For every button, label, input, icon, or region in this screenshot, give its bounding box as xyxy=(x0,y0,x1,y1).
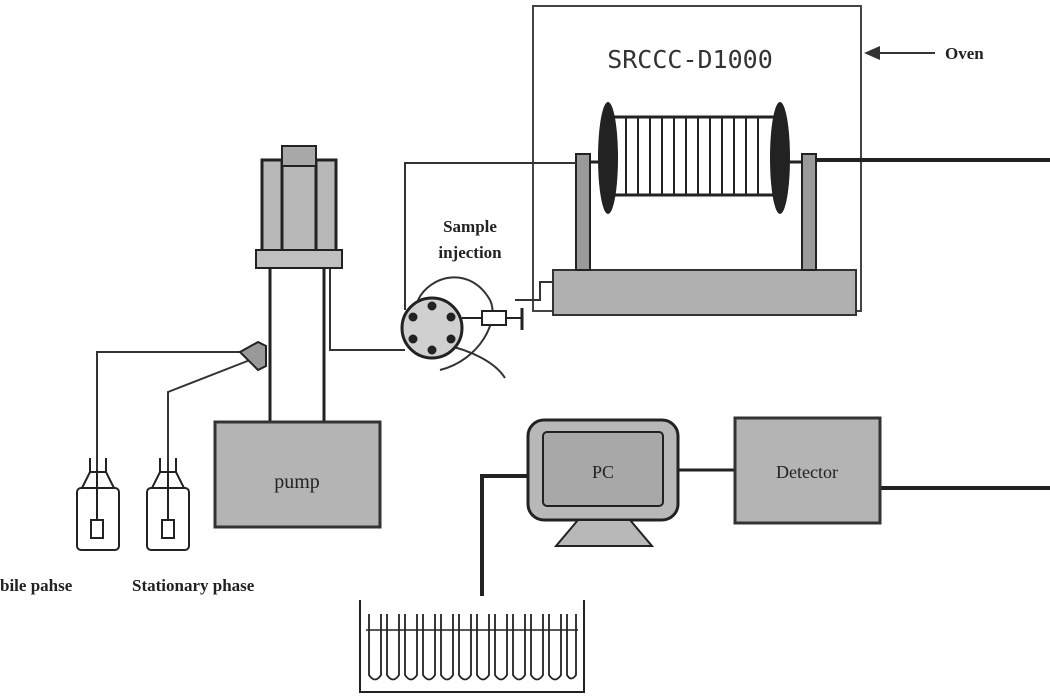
pump: pump xyxy=(213,420,382,529)
pump-box xyxy=(213,420,382,529)
oven-base xyxy=(552,269,857,316)
injection-valve-icon xyxy=(400,296,464,360)
fraction-collector-icon xyxy=(359,600,585,693)
detector-label: Detector xyxy=(776,462,838,482)
pc-monitor-icon: PC xyxy=(526,418,680,547)
pump-tower xyxy=(238,145,343,422)
detector-box xyxy=(733,416,882,525)
tubing xyxy=(96,158,1050,596)
syringe-icon xyxy=(462,308,524,330)
oven: SRCCC-D1000 Oven xyxy=(532,5,984,316)
coil-column-icon xyxy=(590,102,802,214)
sample-label: Sample xyxy=(443,217,497,236)
oven-arrow-icon xyxy=(864,46,935,60)
stationary-phase-bottle-icon xyxy=(146,458,190,551)
injection-loop xyxy=(417,276,494,371)
left-support xyxy=(575,153,591,271)
detector: Detector xyxy=(733,416,882,525)
instrument-title: SRCCC-D1000 xyxy=(607,45,773,74)
injection-label: injection xyxy=(438,243,502,262)
sample-injector: Sample injection xyxy=(400,217,524,379)
right-support xyxy=(801,153,817,271)
pump-label: pump xyxy=(274,471,320,493)
pc-label: PC xyxy=(592,462,614,482)
oven-label: Oven xyxy=(945,44,984,63)
mixing-valve-icon xyxy=(238,340,267,372)
stationary-phase-label: Stationary phase xyxy=(132,576,255,595)
mobile-phase-bottle-icon xyxy=(76,458,120,551)
mobile-phase-label: bile pahse xyxy=(0,576,73,595)
